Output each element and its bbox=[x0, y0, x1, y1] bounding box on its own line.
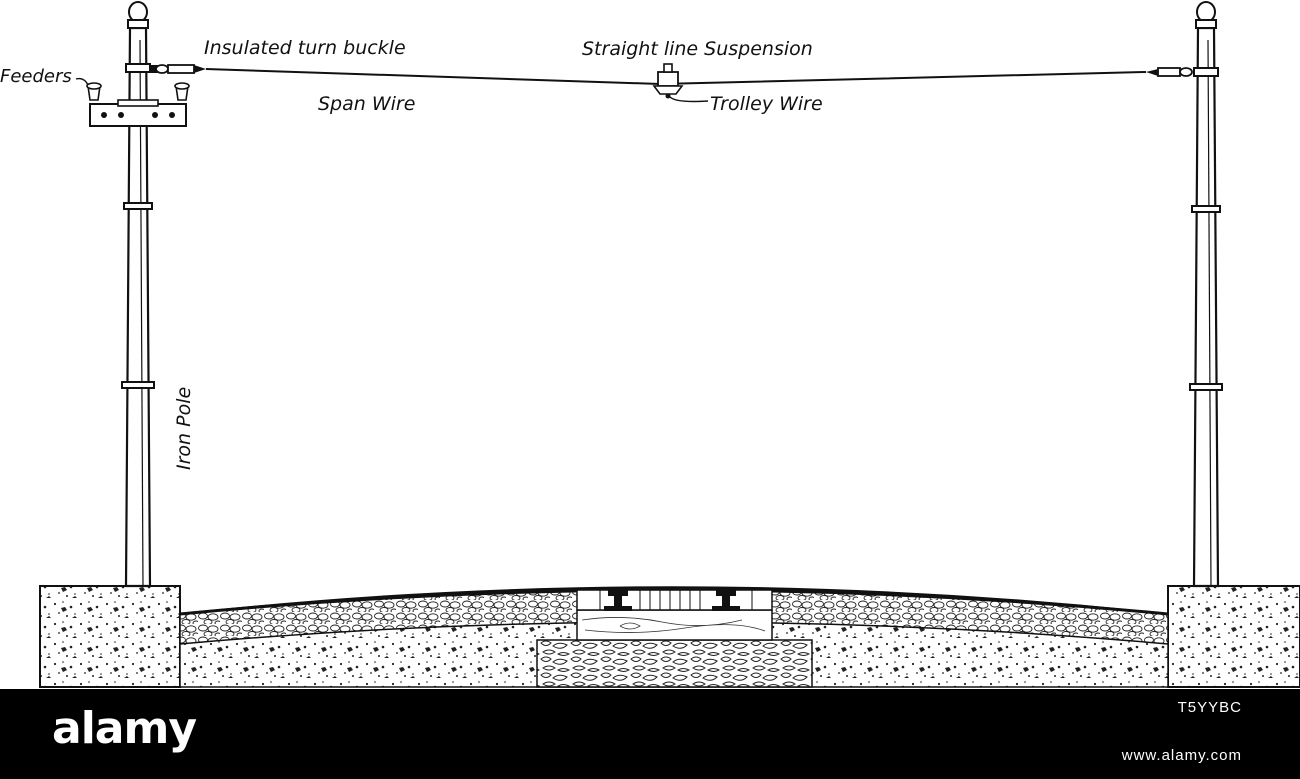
right-iron-pole bbox=[1189, 1, 1223, 588]
left-rail bbox=[604, 590, 632, 611]
left-iron-pole bbox=[121, 1, 155, 588]
left-pole-foundation bbox=[39, 585, 181, 688]
left-insulated-turnbuckle bbox=[150, 64, 206, 74]
brand-logo: alamy bbox=[52, 703, 197, 754]
label-span-wire: Span Wire bbox=[318, 93, 415, 115]
trolley-wire-illustration: Insulated turn buckle Straight line Susp… bbox=[0, 0, 1300, 689]
watermark-footer: alamy T5YYBC www.alamy.com bbox=[0, 689, 1300, 779]
label-feeders: Feeders bbox=[0, 66, 72, 87]
ground-section bbox=[39, 585, 1300, 688]
label-insulated-turn-buckle: Insulated turn buckle bbox=[204, 37, 406, 59]
label-straight-line-suspension: Straight line Suspension bbox=[582, 38, 813, 60]
feeder-insulator-right bbox=[174, 82, 190, 101]
feeder-bracket bbox=[86, 82, 190, 127]
railroad-tie bbox=[576, 609, 773, 641]
right-rail bbox=[712, 590, 740, 611]
right-insulated-turnbuckle bbox=[1146, 67, 1193, 77]
label-iron-pole: Iron Pole bbox=[173, 387, 195, 470]
trolley-wire-leader bbox=[669, 96, 709, 103]
trolley-wire-section bbox=[665, 93, 671, 99]
feeder-insulator-left bbox=[86, 82, 102, 101]
label-trolley-wire: Trolley Wire bbox=[710, 93, 823, 115]
diagram-canvas: Insulated turn buckle Straight line Susp… bbox=[0, 1, 1300, 688]
right-pole-foundation bbox=[1167, 585, 1300, 688]
straight-line-suspension bbox=[652, 63, 684, 99]
feeders-leader bbox=[75, 77, 89, 86]
track-bed-stones bbox=[536, 639, 813, 688]
site-url: www.alamy.com bbox=[1121, 747, 1242, 764]
image-id: T5YYBC bbox=[1177, 699, 1242, 716]
